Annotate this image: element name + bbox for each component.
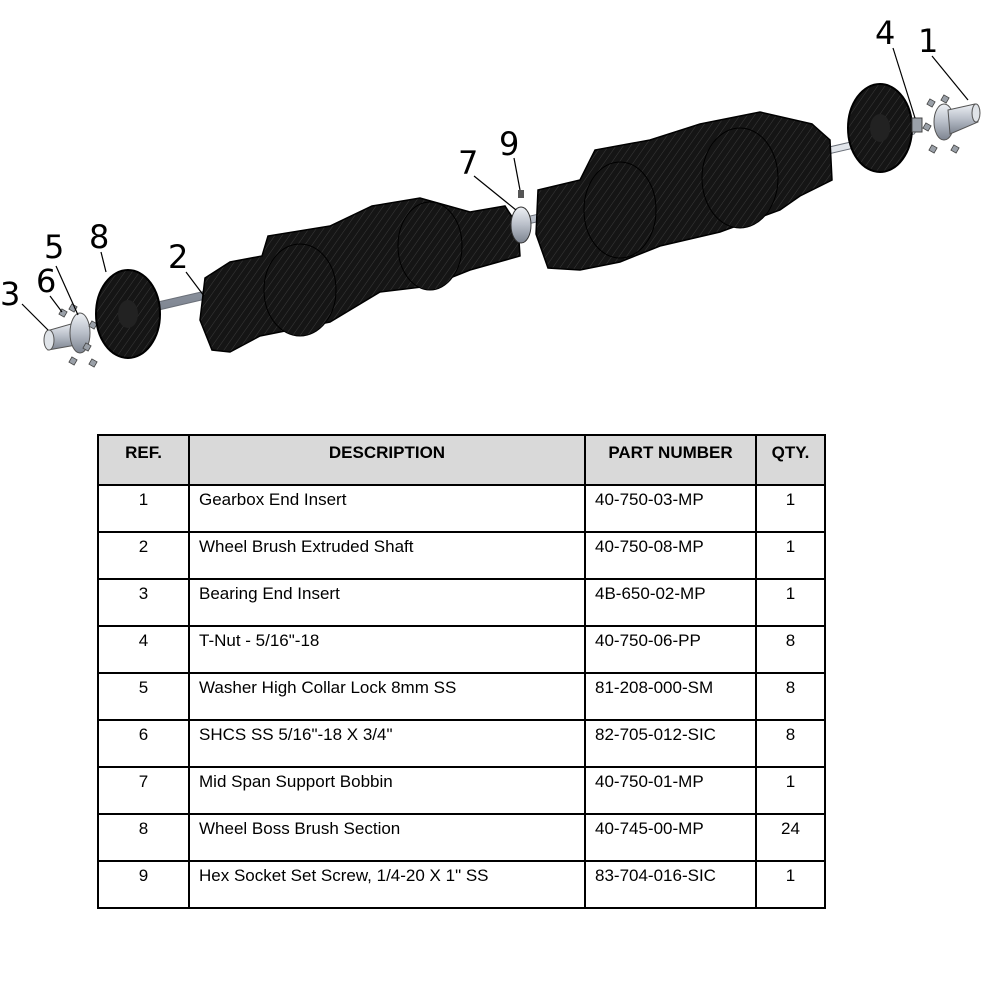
callout-5: 5 bbox=[44, 228, 64, 266]
bearing-end-insert bbox=[43, 312, 91, 354]
header-qty: QTY. bbox=[755, 434, 826, 486]
cell-description: Wheel Boss Brush Section bbox=[188, 813, 586, 862]
table-row: 5 Washer High Collar Lock 8mm SS 81-208-… bbox=[97, 672, 826, 721]
cell-qty: 1 bbox=[755, 860, 826, 909]
callout-9: 9 bbox=[499, 125, 519, 163]
callout-2: 2 bbox=[168, 238, 188, 276]
callout-8: 8 bbox=[89, 218, 109, 256]
cell-part-number: 40-750-03-MP bbox=[584, 484, 757, 533]
brush-sections-left bbox=[199, 197, 521, 353]
callout-1: 1 bbox=[918, 22, 938, 60]
table-header-row: REF. DESCRIPTION PART NUMBER QTY. bbox=[97, 434, 826, 486]
table-row: 4 T-Nut - 5/16"-18 40-750-06-PP 8 bbox=[97, 625, 826, 674]
parts-list-table: REF. DESCRIPTION PART NUMBER QTY. 1 Gear… bbox=[97, 434, 826, 909]
callout-6: 6 bbox=[36, 262, 56, 300]
cell-part-number: 82-705-012-SIC bbox=[584, 719, 757, 768]
header-description: DESCRIPTION bbox=[188, 434, 586, 486]
cell-qty: 1 bbox=[755, 578, 826, 627]
table-row: 6 SHCS SS 5/16"-18 X 3/4" 82-705-012-SIC… bbox=[97, 719, 826, 768]
cell-qty: 1 bbox=[755, 531, 826, 580]
cell-part-number: 81-208-000-SM bbox=[584, 672, 757, 721]
cell-ref: 7 bbox=[97, 766, 190, 815]
cell-description: Bearing End Insert bbox=[188, 578, 586, 627]
callout-7: 7 bbox=[458, 144, 478, 182]
cell-description: Mid Span Support Bobbin bbox=[188, 766, 586, 815]
cell-part-number: 40-750-06-PP bbox=[584, 625, 757, 674]
table-row: 2 Wheel Brush Extruded Shaft 40-750-08-M… bbox=[97, 531, 826, 580]
table-row: 7 Mid Span Support Bobbin 40-750-01-MP 1 bbox=[97, 766, 826, 815]
cell-qty: 24 bbox=[755, 813, 826, 862]
cell-qty: 8 bbox=[755, 719, 826, 768]
table-row: 3 Bearing End Insert 4B-650-02-MP 1 bbox=[97, 578, 826, 627]
cell-qty: 8 bbox=[755, 625, 826, 674]
cell-description: Wheel Brush Extruded Shaft bbox=[188, 531, 586, 580]
cell-ref: 2 bbox=[97, 531, 190, 580]
callout-4: 4 bbox=[875, 14, 895, 52]
table-row: 9 Hex Socket Set Screw, 1/4-20 X 1" SS 8… bbox=[97, 860, 826, 909]
cell-qty: 1 bbox=[755, 484, 826, 533]
exploded-assembly-diagram: 1 2 3 4 5 6 7 8 9 bbox=[0, 14, 981, 368]
leader-lines bbox=[21, 47, 969, 331]
cell-ref: 6 bbox=[97, 719, 190, 768]
table-row: 8 Wheel Boss Brush Section 40-745-00-MP … bbox=[97, 813, 826, 862]
cell-part-number: 40-745-00-MP bbox=[584, 813, 757, 862]
cell-ref: 5 bbox=[97, 672, 190, 721]
cell-ref: 1 bbox=[97, 484, 190, 533]
gearbox-end-insert bbox=[911, 103, 981, 141]
cell-ref: 9 bbox=[97, 860, 190, 909]
right-hardware bbox=[922, 94, 960, 154]
brush-sections-right bbox=[535, 111, 833, 271]
cell-description: Hex Socket Set Screw, 1/4-20 X 1" SS bbox=[188, 860, 586, 909]
cell-part-number: 83-704-016-SIC bbox=[584, 860, 757, 909]
cell-qty: 1 bbox=[755, 766, 826, 815]
set-screw bbox=[518, 190, 524, 198]
cell-part-number: 40-750-01-MP bbox=[584, 766, 757, 815]
cell-part-number: 40-750-08-MP bbox=[584, 531, 757, 580]
header-part-number: PART NUMBER bbox=[584, 434, 757, 486]
cell-ref: 8 bbox=[97, 813, 190, 862]
wheel-brush-left bbox=[95, 269, 161, 359]
cell-part-number: 4B-650-02-MP bbox=[584, 578, 757, 627]
cell-ref: 4 bbox=[97, 625, 190, 674]
cell-description: Washer High Collar Lock 8mm SS bbox=[188, 672, 586, 721]
callout-3: 3 bbox=[0, 275, 20, 313]
t-nut bbox=[911, 117, 923, 133]
header-ref: REF. bbox=[97, 434, 190, 486]
cell-qty: 8 bbox=[755, 672, 826, 721]
wheel-brush-right bbox=[847, 83, 913, 173]
cell-description: SHCS SS 5/16"-18 X 3/4" bbox=[188, 719, 586, 768]
cell-description: Gearbox End Insert bbox=[188, 484, 586, 533]
cell-ref: 3 bbox=[97, 578, 190, 627]
table-row: 1 Gearbox End Insert 40-750-03-MP 1 bbox=[97, 484, 826, 533]
cell-description: T-Nut - 5/16"-18 bbox=[188, 625, 586, 674]
mid-span-bobbin bbox=[510, 190, 532, 244]
